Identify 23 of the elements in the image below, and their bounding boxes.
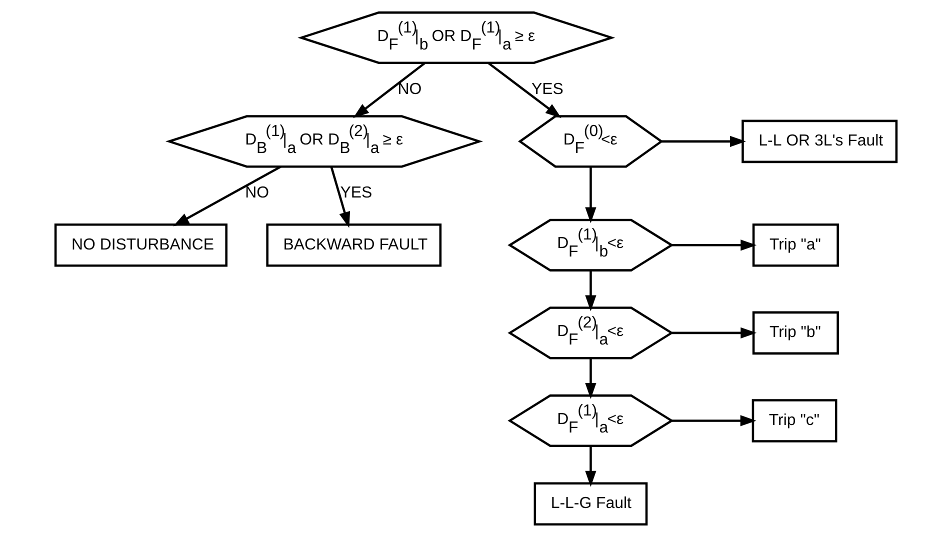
arrow [671,327,756,339]
edge-label: YES [340,184,372,202]
arrow [172,166,281,226]
arrow [584,358,596,399]
arrow [584,446,596,487]
arrow [330,166,350,228]
arrow [487,62,561,118]
edge-label: NO [244,184,269,202]
arrow [352,62,426,118]
node-box: Trip "b" [752,311,838,355]
edge-label: NO [397,80,422,98]
node-box: L-L-G Fault [533,482,648,526]
node-box: BACKWARD FAULT [266,224,442,267]
arrow [671,415,756,426]
edge-label: YES [531,80,563,98]
arrow [671,240,756,251]
arrow [661,136,746,148]
node-box: Trip "a" [752,224,838,267]
arrow [584,270,596,312]
node-box: Trip "c" [751,399,837,442]
arrow [584,166,596,224]
node-box: NO DISTURBANCE [54,224,227,267]
node-box: L-L OR 3L's Fault [741,120,898,164]
